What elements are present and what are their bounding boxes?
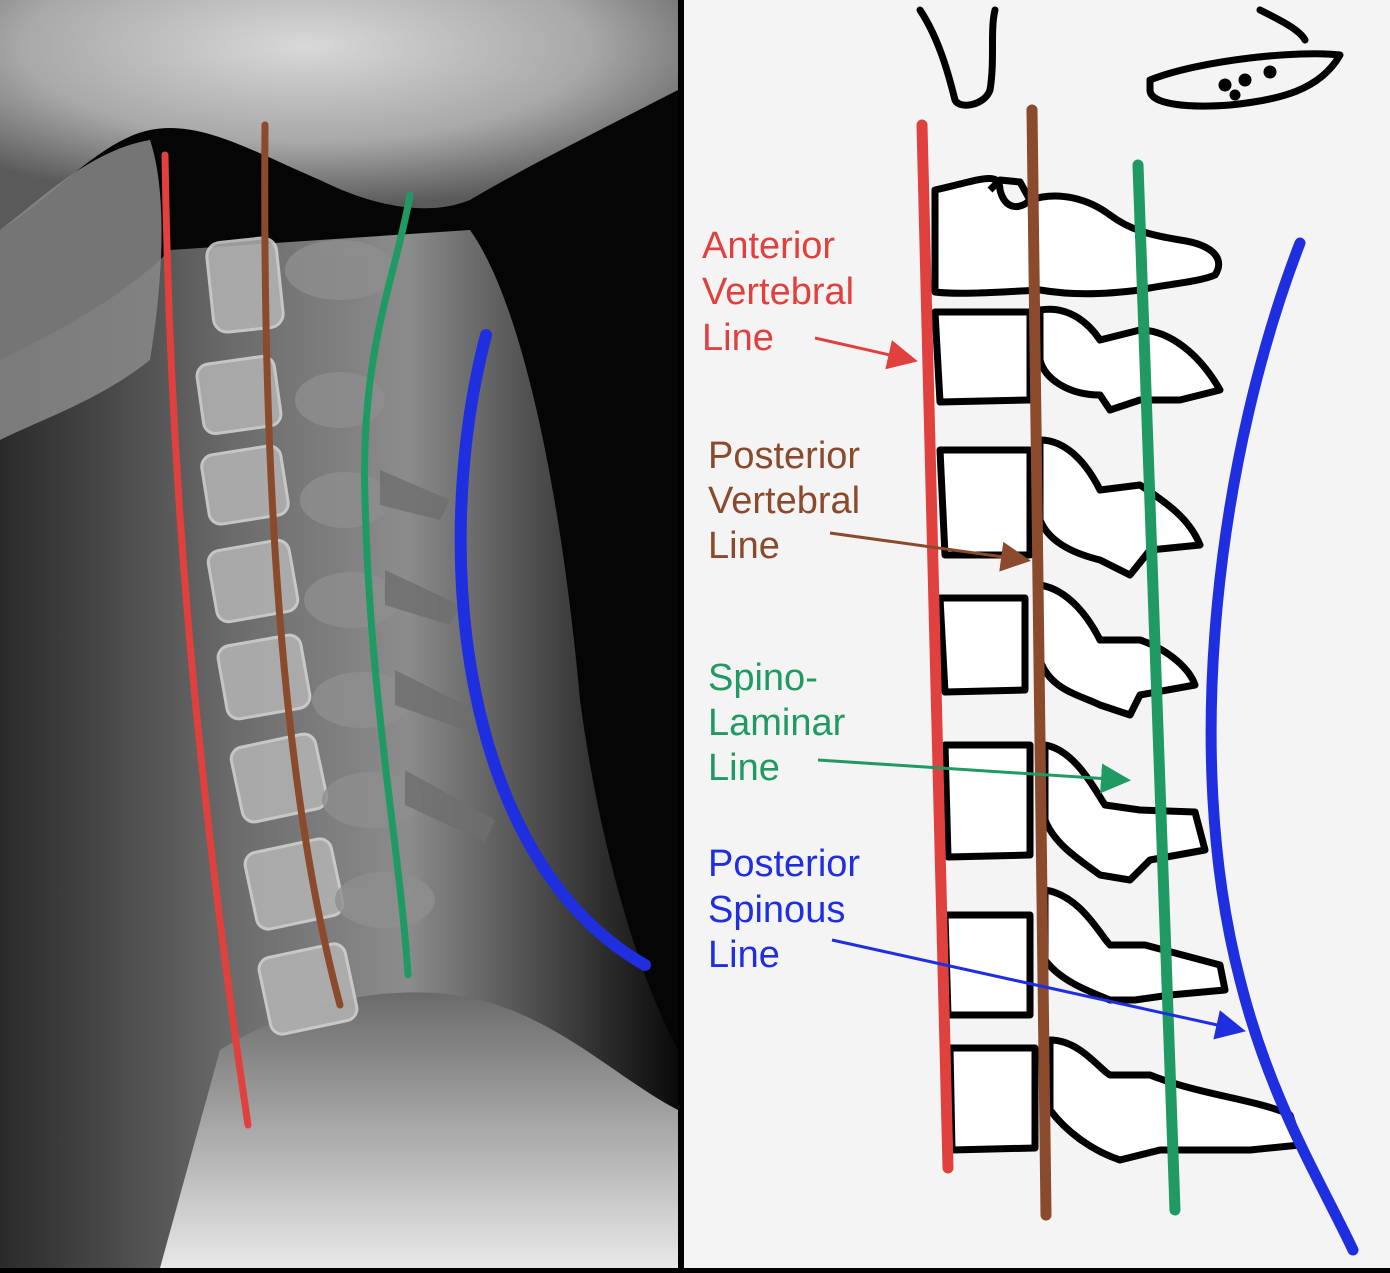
panel-divider: [678, 0, 684, 1268]
xray-vertebra-t2: [257, 942, 359, 1037]
xray-vertebra-c7: [229, 732, 329, 824]
xray-vertebra-c4: [200, 444, 290, 526]
xray-vertebra-c5: [206, 538, 299, 623]
drawing-panel: Anterior Vertebral Line Posterior Verteb…: [684, 0, 1390, 1268]
xray-vertebra-t1: [243, 837, 345, 932]
xray-c1-arch: [285, 240, 395, 300]
xray-panel: [0, 0, 678, 1268]
xray-vertebra-c2: [205, 237, 284, 334]
xray-vertebra-c6: [216, 633, 312, 720]
